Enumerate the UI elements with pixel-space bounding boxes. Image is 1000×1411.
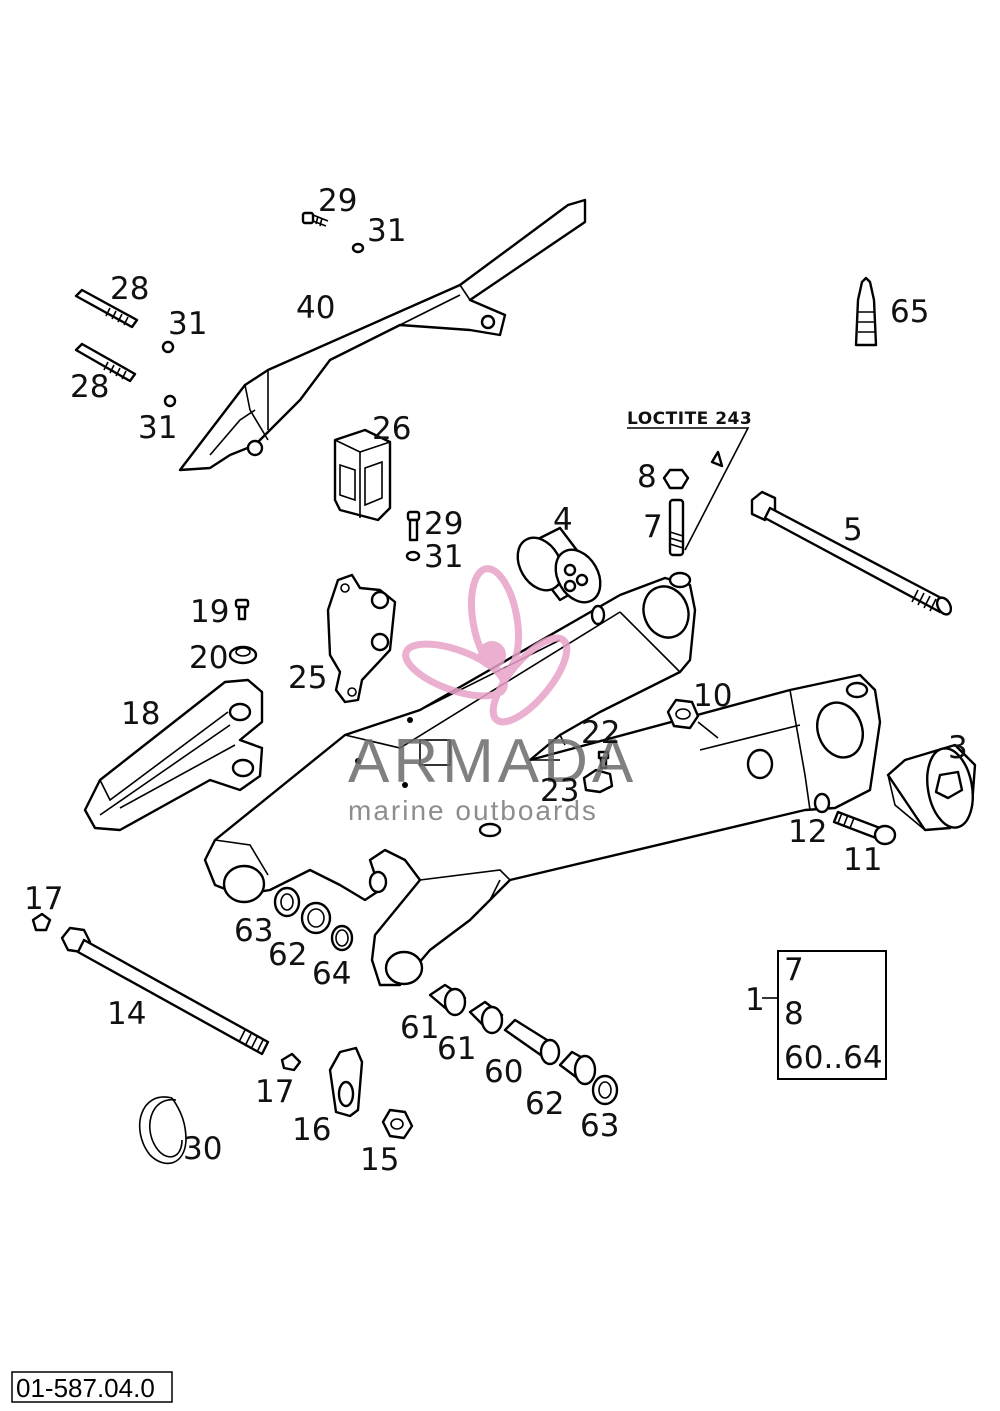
eccentric-adjuster-3 [886, 743, 977, 832]
reference-code-box: 01-587.04.0 [11, 1371, 173, 1403]
needle-bearing-61b [468, 1000, 504, 1035]
nut-10 [666, 698, 719, 739]
callout-61: 61 [400, 1010, 439, 1046]
callout-20: 20 [189, 640, 228, 676]
callout-8: 8 [637, 459, 657, 495]
callout-29: 29 [318, 183, 357, 219]
chain-guard-part [178, 198, 587, 472]
callout-28: 28 [70, 369, 109, 405]
circlip-30 [138, 1096, 187, 1165]
callout-11: 11 [843, 842, 882, 878]
callout-17: 17 [255, 1074, 294, 1110]
guard-bolt-long-upper [74, 288, 139, 329]
watermark-logo [402, 565, 571, 726]
needle-bearing-61a [428, 983, 467, 1017]
cap-20 [228, 645, 258, 665]
eccentric-bushing-4 [516, 526, 602, 604]
callout-40: 40 [296, 290, 335, 326]
watermark-brand: ARMADA [348, 727, 637, 796]
kit-number: 1 [745, 982, 765, 1018]
grease-tube-part [854, 276, 878, 347]
guard-bolt-long-lower [74, 342, 137, 383]
callout-63: 63 [580, 1108, 619, 1144]
bearing-62-left [300, 901, 332, 935]
nut-15 [381, 1108, 414, 1140]
loctite-label: LOCTITE 243 [627, 409, 752, 429]
callout-65: 65 [890, 294, 929, 330]
callout-5: 5 [843, 512, 863, 548]
screw-19 [234, 598, 250, 621]
callout-31: 31 [424, 539, 463, 575]
callout-18: 18 [121, 696, 160, 732]
seal-63-left [273, 886, 301, 918]
kit-item: 8 [784, 996, 804, 1032]
callout-15: 15 [360, 1142, 399, 1178]
kit-item: 60..64 [784, 1040, 883, 1076]
cap-17-upper [31, 912, 52, 932]
chain-slider-block [333, 428, 392, 522]
slider-bolt [406, 510, 421, 542]
callout-14: 14 [107, 996, 146, 1032]
callout-31: 31 [367, 213, 406, 249]
callout-4: 4 [553, 502, 573, 538]
swingarm-axle-5 [750, 490, 953, 616]
bolt-11 [832, 810, 897, 846]
callout-31: 31 [168, 306, 207, 342]
washer-12 [813, 792, 831, 814]
screw-22 [597, 750, 610, 770]
kit-item: 7 [784, 952, 804, 988]
seal-63-right [591, 1074, 619, 1106]
callouts: 29 31 28 31 40 28 31 65 26 LOCTITE 243 8… [24, 183, 968, 1178]
slider-washer [405, 550, 421, 562]
callout-25: 25 [288, 660, 327, 696]
callout-23: 23 [540, 773, 579, 809]
callout-31: 31 [138, 410, 177, 446]
bearing-62-right [558, 1050, 597, 1086]
callout-26: 26 [372, 411, 411, 447]
callout-62: 62 [525, 1086, 564, 1122]
stud-part [668, 498, 685, 557]
loctite-leader [627, 427, 750, 551]
callout-29: 29 [424, 506, 463, 542]
plate-16 [328, 1046, 364, 1118]
callout-60: 60 [484, 1054, 523, 1090]
callout-28: 28 [110, 271, 149, 307]
pivot-shaft-14 [60, 926, 270, 1056]
stud-nut-part [662, 468, 690, 490]
callout-22: 22 [581, 715, 620, 751]
watermark-tagline: marine outboards [348, 795, 598, 826]
guard-washer-low [163, 394, 177, 408]
guard-washer-mid [161, 340, 175, 354]
callout-61: 61 [437, 1031, 476, 1067]
cap-17-lower [280, 1052, 302, 1072]
chain-slider-18 [83, 678, 264, 832]
callout-7: 7 [643, 509, 663, 545]
sleeve-60 [503, 1018, 561, 1066]
clip-23 [582, 768, 614, 794]
callout-17: 17 [24, 881, 63, 917]
swingarm-body [203, 571, 882, 987]
washer-64 [330, 924, 354, 952]
kit-box: 1 7 8 60..64 [745, 950, 887, 1080]
callout-62: 62 [268, 937, 307, 973]
callout-63: 63 [234, 913, 273, 949]
reference-code: 01-587.04.0 [16, 1373, 155, 1403]
callout-12: 12 [788, 814, 827, 850]
brake-bracket-25 [326, 573, 397, 704]
callout-30: 30 [183, 1131, 222, 1167]
guard-washer-top [351, 242, 365, 254]
guard-bolt-small [301, 211, 329, 227]
callout-3: 3 [948, 730, 968, 766]
callout-19: 19 [190, 594, 229, 630]
callout-10: 10 [693, 678, 732, 714]
callout-16: 16 [292, 1112, 331, 1148]
callout-64: 64 [312, 956, 351, 992]
